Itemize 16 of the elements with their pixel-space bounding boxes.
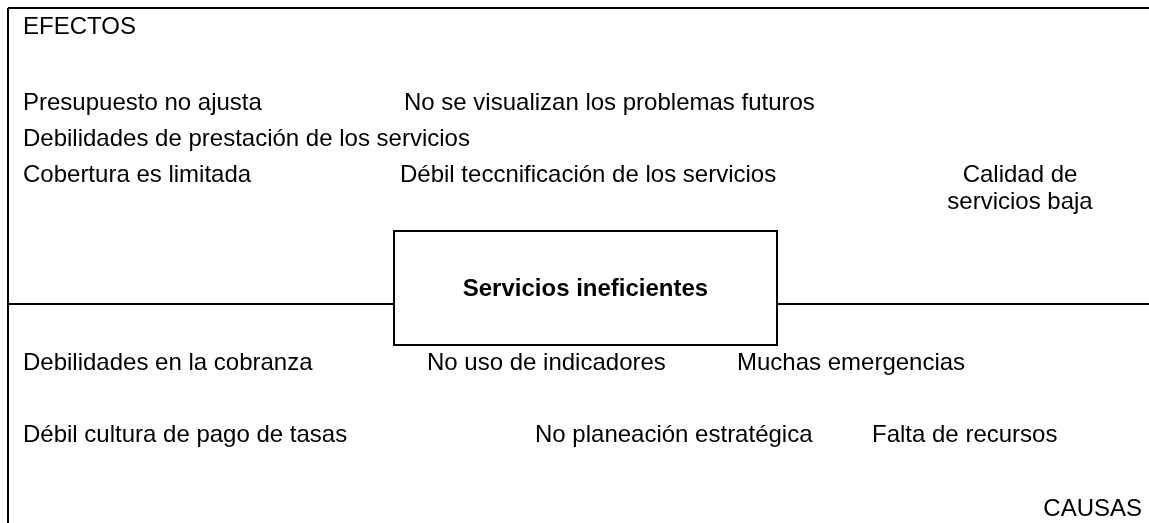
label-text: No uso de indicadores <box>427 348 666 375</box>
label-text: Debilidades en la cobranza <box>23 348 313 375</box>
section-heading: EFECTOS <box>23 12 136 39</box>
label-text: Débil cultura de pago de tasas <box>23 420 348 447</box>
problem-text: Servicios ineficientes <box>462 274 709 302</box>
label-text: Muchas emergencias <box>737 348 966 375</box>
label-text: Presupuesto no ajusta <box>23 88 262 115</box>
label-text: Falta de recursos <box>872 420 1058 447</box>
section-heading: CAUSAS <box>1043 494 1142 521</box>
label-text: No planeación estratégica <box>535 420 813 447</box>
problem-box <box>393 230 778 346</box>
label-text: Débil teccnificación de los servicios <box>400 160 777 187</box>
label-text: Cobertura es limitada <box>23 160 252 187</box>
label-text: No se visualizan los problemas futuros <box>404 88 815 115</box>
label-text: Calidad de servicios baja <box>946 160 1094 214</box>
label-text: Debilidades de prestación de los servicios <box>23 124 470 151</box>
